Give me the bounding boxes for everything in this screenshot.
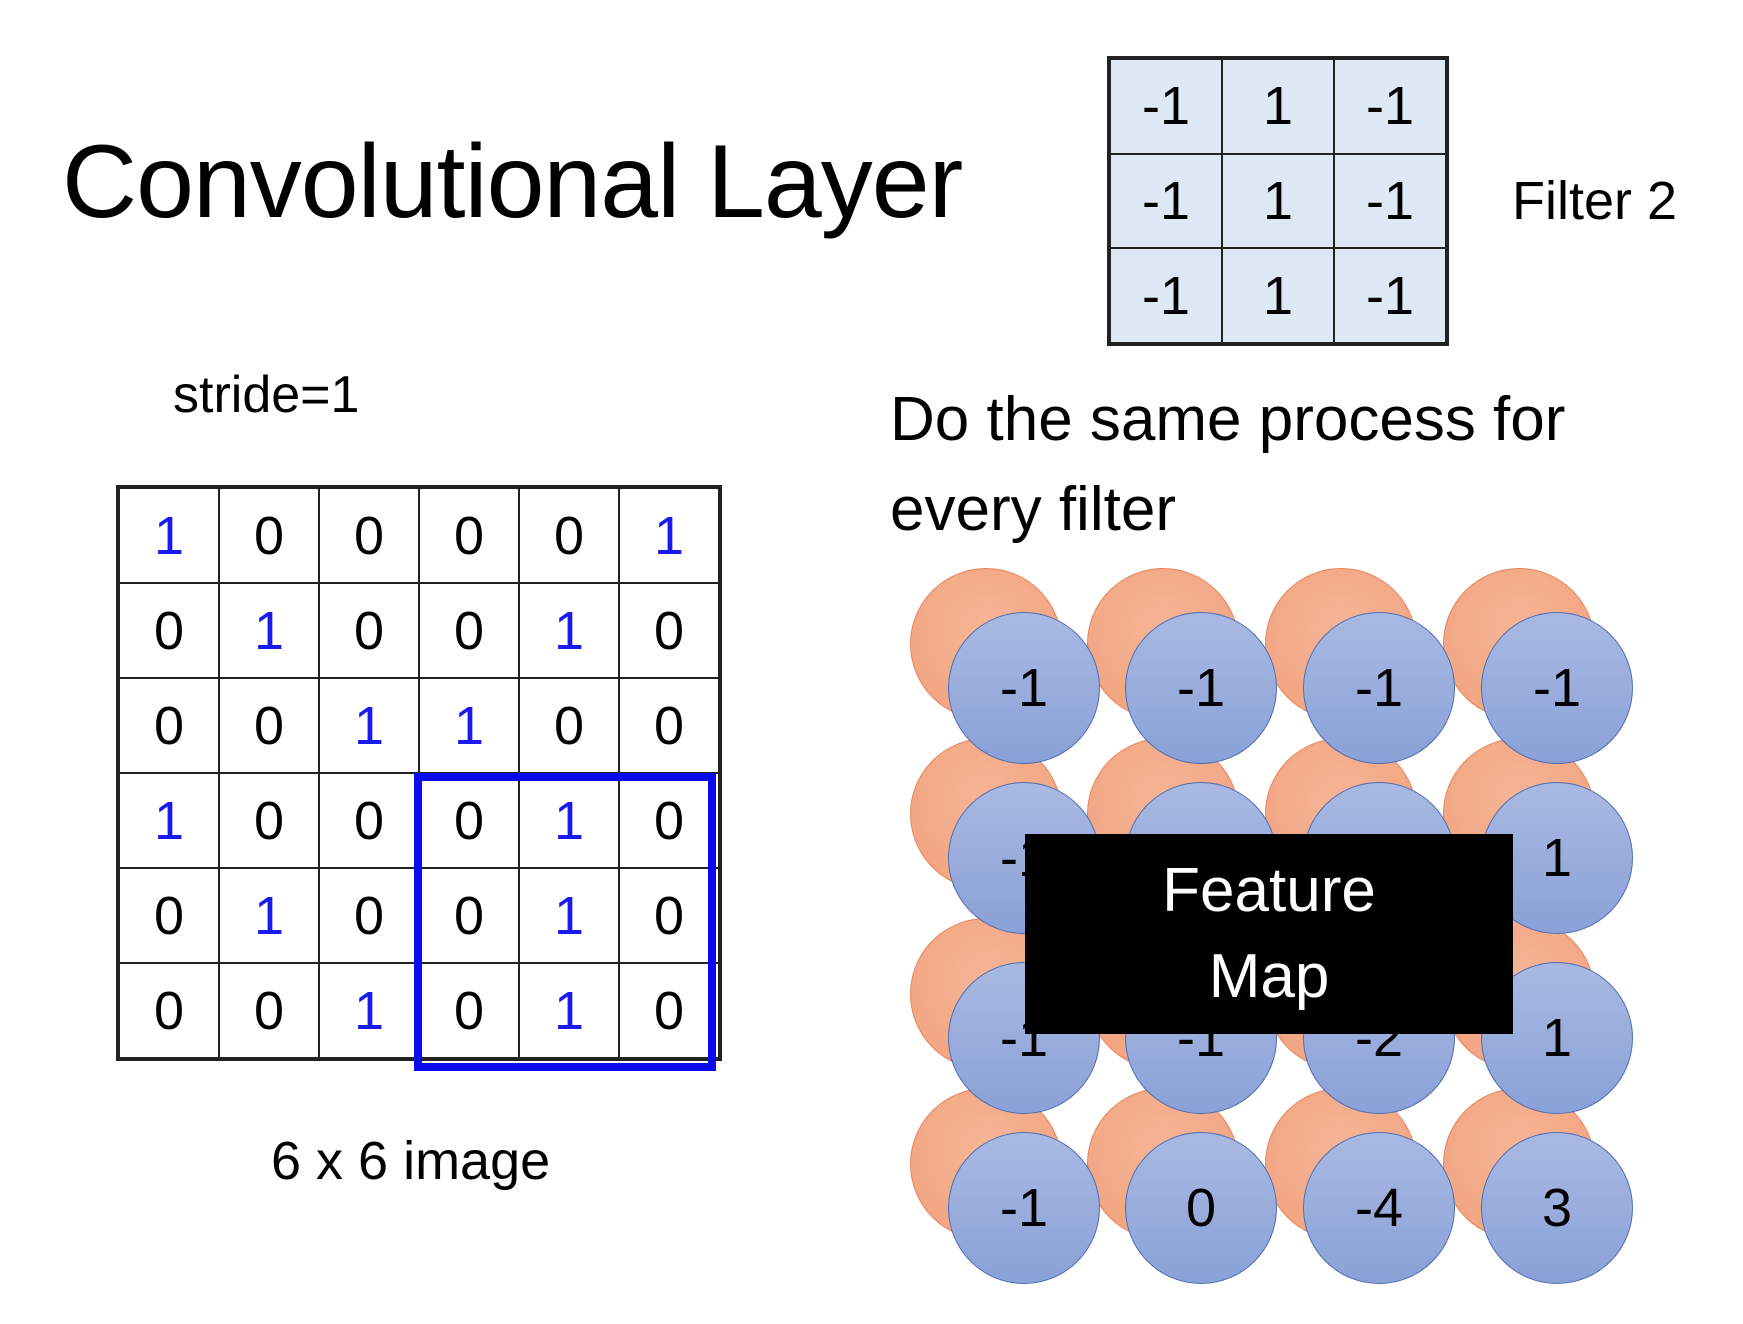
image-cell: 0 [219,678,319,773]
receptive-field-highlight [414,773,716,1071]
image-cell: 1 [319,963,419,1058]
instruction-text: Do the same process for every filter [890,385,1566,544]
filter2-feature-circle: -1 [948,1132,1100,1284]
filter-cell: -1 [1334,248,1446,343]
image-cell: 0 [419,488,519,583]
image-cell: 0 [419,583,519,678]
image-cell: 0 [119,678,219,773]
image-cell: 1 [319,678,419,773]
image-cell: 1 [519,583,619,678]
filter2-feature-circle: -1 [948,612,1100,764]
image-cell: 1 [119,773,219,868]
image-cell: 0 [219,963,319,1058]
image-cell: 0 [619,963,719,1058]
feature-map-label-line1: Feature [1162,856,1376,925]
image-cell: 1 [219,583,319,678]
image-cell: 0 [219,488,319,583]
filter-cell: -1 [1334,153,1446,249]
image-label: 6 x 6 image [271,1131,551,1191]
image-cell: 0 [519,678,619,773]
image-cell: 0 [619,868,719,963]
stride-label: stride=1 [173,366,360,424]
filter-cell: 1 [1222,248,1334,343]
filter-grid: -1 1 -1 -1 1 -1 -1 1 -1 [1107,56,1449,346]
image-cell: 1 [219,868,319,963]
image-cell: 0 [619,678,719,773]
image-cell: 1 [519,963,619,1058]
image-cell: 0 [319,868,419,963]
filter-cell: -1 [1110,248,1222,343]
filter-label: Filter 2 [1512,171,1678,231]
image-cell: 1 [619,488,719,583]
slide-title: Convolutional Layer [62,124,963,240]
filter2-feature-circle: -4 [1303,1132,1455,1284]
image-cell: 1 [419,678,519,773]
image-cell: 0 [619,583,719,678]
image-cell: 0 [219,773,319,868]
filter-cell: -1 [1110,153,1222,249]
filter2-feature-circle: 0 [1125,1132,1277,1284]
image-cell: 0 [319,583,419,678]
filter-cell: 1 [1222,59,1334,154]
image-cell: 0 [119,583,219,678]
image-cell: 0 [319,488,419,583]
image-cell: 0 [319,773,419,868]
image-cell: 0 [419,963,519,1058]
filter2-feature-circle: -1 [1125,612,1277,764]
image-cell: 1 [519,868,619,963]
filter2-feature-circle: 3 [1481,1132,1633,1284]
image-cell: 0 [119,963,219,1058]
filter-cell: -1 [1110,59,1222,154]
feature-map-label-line2: Map [1208,942,1330,1011]
image-cell: 0 [119,868,219,963]
filter-cell: 1 [1222,153,1334,249]
feature-map-label-box: Feature Map [1025,834,1513,1034]
filter2-feature-circle: -1 [1303,612,1455,764]
filter2-feature-circle: -1 [1481,612,1633,764]
image-cell: 1 [119,488,219,583]
filter-cell: -1 [1334,59,1446,154]
image-cell: 0 [619,773,719,868]
image-cell: 0 [519,488,619,583]
